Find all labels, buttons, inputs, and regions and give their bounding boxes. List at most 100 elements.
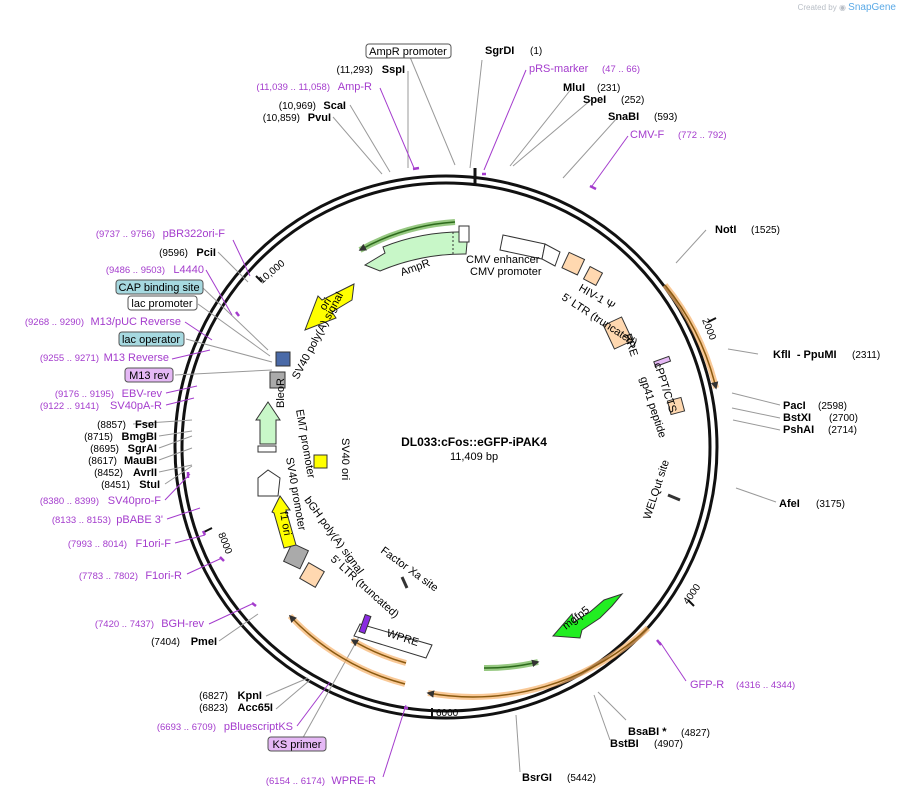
feature-ampr-promoter — [458, 225, 470, 243]
site-scai-pos: (10,969) — [279, 101, 316, 112]
primer-marks — [186, 166, 662, 710]
feature-label-cmv-promoter: CMV promoter — [470, 266, 542, 278]
site-stui: StuI — [139, 479, 160, 491]
primer-mark-cmv-f — [589, 184, 597, 191]
site-pshai-pos: (2714) — [828, 425, 857, 436]
site-fsei: FseI — [135, 419, 157, 431]
feature-label-sv40-ori: SV40 ori — [339, 438, 351, 480]
site-avrii-pos: (8452) — [94, 468, 123, 479]
feature-wpre-primer — [358, 613, 372, 635]
primer-cmv-f-pos: (772 .. 792) — [678, 130, 727, 141]
site-maubi-pos: (8617) — [88, 456, 117, 467]
site-kfli-ppumi-pos: (2311) — [852, 350, 880, 361]
brand-name: SnapGene — [848, 2, 896, 13]
feature-label-5ltr-left: 5' LTR (truncated) — [328, 553, 401, 620]
site-sspi-pos: (11,293) — [336, 65, 373, 76]
feature-sv40-polya — [269, 371, 286, 389]
feature-f1ori-arrow — [271, 495, 297, 549]
box-m13-rev-label: M13 rev — [129, 370, 169, 382]
snapgene-logo-icon: ◉ — [838, 3, 846, 12]
site-bsabi-pos: (4827) — [681, 728, 710, 739]
primer-m13-reverse-pos: (9255 .. 9271) — [40, 353, 99, 364]
backbone-outer — [173, 174, 719, 720]
site-paci-pos: (2598) — [818, 401, 847, 412]
primer-gfp-r: GFP-R — [690, 679, 724, 691]
site-pshai: PshAI — [783, 424, 814, 436]
primer-f1ori-r: F1ori-R — [145, 570, 182, 582]
site-paci: PacI — [783, 400, 806, 412]
primer-wpre-r: WPRE-R — [331, 775, 376, 787]
brand-created-by: Created by — [797, 3, 837, 12]
sites-left: (11,293) SspI (10,969) PvuI ScaI (10,859… — [84, 64, 405, 714]
primer-f1ori-r-pos: (7783 .. 7802) — [79, 571, 138, 582]
tick-8000: 8000 — [215, 531, 234, 556]
site-pcii: PciI — [196, 247, 216, 259]
feature-5ltr-box — [582, 265, 604, 287]
box-cap-binding-label: CAP binding site — [118, 282, 199, 294]
tick-marks — [203, 275, 717, 718]
box-m13-rev — [124, 367, 174, 383]
orf-arc-left-1 — [287, 613, 406, 687]
site-sgrai-pos: (8695) — [90, 444, 119, 455]
box-ks-primer-label: KS primer — [273, 739, 322, 751]
primer-ebv-rev: EBV-rev — [122, 388, 163, 400]
primer-m13puc: M13/pUC Reverse — [91, 316, 181, 328]
site-pmei-pos: (7404) — [151, 637, 180, 648]
primer-wpre-r-pos: (6154 .. 6174) — [266, 776, 325, 787]
primer-ebv-rev-pos: (9176 .. 9195) — [55, 389, 114, 400]
tick-2000: 2000 — [699, 317, 718, 342]
primer-sv40pro-f-pos: (8380 .. 8399) — [40, 496, 99, 507]
tick-mark-2000 — [707, 317, 717, 323]
feature-label-cmv-enhancer: CMV enhancer — [466, 254, 540, 266]
box-ks-primer — [267, 736, 327, 752]
leader-lines-left — [132, 56, 456, 744]
site-kpni: KpnI — [238, 690, 262, 702]
primer-l4440: L4440 — [173, 264, 204, 276]
primer-amp-r-pos: (11,039 .. 11,058) — [256, 82, 330, 93]
primer-mark-gfp-r — [656, 639, 662, 646]
feature-label-ori: ori — [317, 296, 334, 313]
site-fsei-pos: (8857) — [97, 420, 126, 431]
site-kpni-pos: (6827) — [199, 691, 228, 702]
site-pvui-name: PvuI — [308, 112, 331, 124]
primer-sv40pro-f: SV40pro-F — [108, 495, 161, 507]
primer-gfp-r-pos: (4316 .. 4344) — [736, 680, 795, 691]
primer-f1ori-f-pos: (7993 .. 8014) — [68, 539, 127, 550]
primer-m13puc-pos: (9268 .. 9290) — [25, 317, 84, 328]
site-bsrgi: BsrGI — [522, 772, 552, 784]
site-acc65i: Acc65I — [238, 702, 273, 714]
primer-prs-marker-pos: (47 .. 66) — [602, 64, 640, 75]
site-bmgbi: BmgBI — [122, 431, 157, 443]
primer-pbabe3: pBABE 3' — [116, 514, 163, 526]
site-avrii: AvrII — [133, 467, 157, 479]
site-bstbi-pos: (4907) — [654, 739, 683, 750]
feature-cppt — [653, 355, 672, 368]
feature-ori-arrow — [304, 283, 355, 331]
snapgene-brand: Created by ◉ SnapGene — [798, 2, 896, 13]
site-sgrdi: SgrDI — [485, 45, 514, 57]
feature-5ltr-left — [299, 562, 325, 588]
feature-ampr-arrow — [363, 231, 469, 272]
tick-4000: 4000 — [681, 582, 703, 607]
boxed-labels: AmpR promoter CAP binding site lac promo… — [115, 43, 452, 752]
tick-mark-10000 — [255, 275, 263, 283]
site-acc65i-pos: (6823) — [199, 703, 228, 714]
feature-rre — [602, 316, 634, 350]
box-ampr-promoter-label: AmpR promoter — [369, 46, 447, 58]
site-scai-name: ScaI — [323, 100, 346, 112]
feature-em7 — [257, 445, 277, 453]
primer-mark-l4440 — [235, 311, 240, 317]
primer-f1ori-f: F1ori-F — [136, 538, 172, 550]
leader-lines-right — [469, 59, 781, 773]
site-kfli-ppumi: KflI - PpuMI — [773, 349, 837, 361]
box-cap-binding — [115, 279, 204, 295]
site-mlui: MluI — [563, 82, 585, 94]
site-afei: AfeI — [779, 498, 800, 510]
primer-mark-f1ori-f — [201, 530, 207, 536]
primer-pbluescriptks-pos: (6693 .. 6709) — [157, 722, 216, 733]
site-bmgbi-pos: (8715) — [84, 432, 113, 443]
plasmid-name: DL033:cFos::eGFP-iPAK4 — [401, 435, 547, 449]
site-spei-pos: (252) — [621, 95, 644, 106]
feature-bgh — [282, 542, 310, 570]
